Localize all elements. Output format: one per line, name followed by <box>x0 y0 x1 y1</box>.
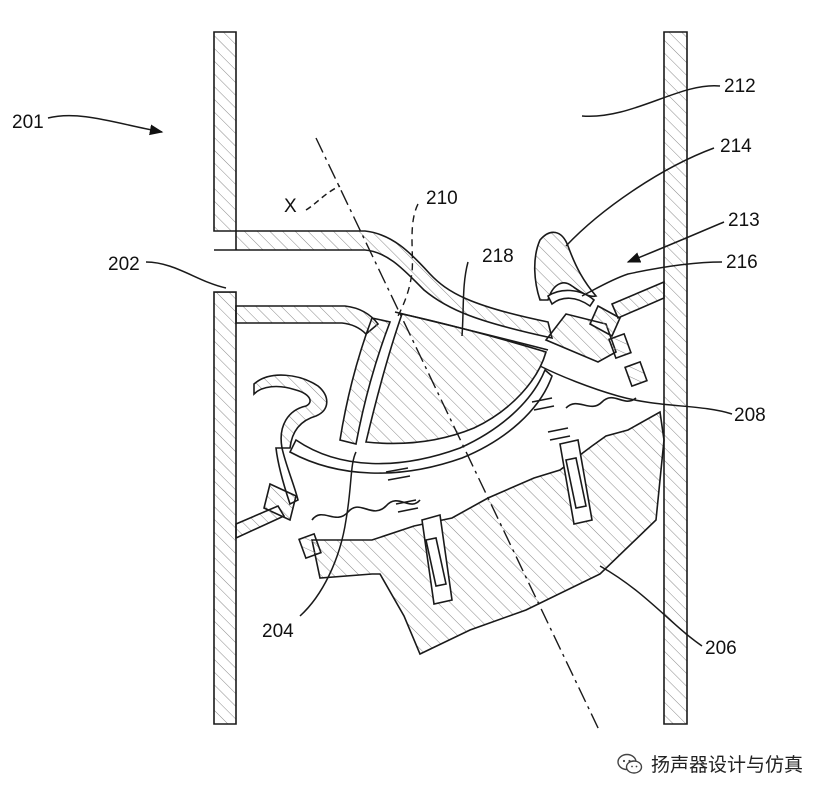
leader-202 <box>145 261 227 289</box>
label-201: 201 <box>12 112 44 133</box>
motor-housing <box>311 410 665 656</box>
left-bracket <box>235 504 286 540</box>
label-204: 204 <box>262 621 294 642</box>
duct-opening <box>214 250 236 292</box>
label-x: X <box>284 196 297 217</box>
left-wall-lower <box>213 291 237 725</box>
label-218: 218 <box>482 246 514 267</box>
pole-slot-right <box>565 457 587 509</box>
leader-218 <box>461 261 469 337</box>
suspension-springs <box>311 396 637 521</box>
left-frame-arm <box>339 317 392 445</box>
duct-upper-wall <box>235 230 554 340</box>
coil-marks-right <box>531 397 571 441</box>
watermark-text: 扬声器设计与仿真 <box>650 754 803 776</box>
left-wall-upper <box>213 31 237 232</box>
leader-213 <box>626 221 725 263</box>
label-216: 216 <box>726 252 758 273</box>
label-212: 212 <box>724 76 756 97</box>
label-210: 210 <box>426 188 458 209</box>
right-bracket <box>610 280 665 320</box>
leader-214 <box>565 147 715 247</box>
leader-204 <box>299 451 357 617</box>
clamp-block-a <box>298 532 322 560</box>
left-surround <box>235 374 328 540</box>
left-surround-roll <box>253 374 328 449</box>
clamp-blocks <box>298 332 648 560</box>
leader-lines <box>47 85 733 647</box>
motor-assembly <box>311 410 665 656</box>
duct-lower-wall <box>235 305 380 336</box>
coil-marks-left <box>385 467 419 513</box>
upper-cone-edge <box>394 311 549 351</box>
right-spring-wave <box>565 396 637 409</box>
leader-x <box>305 185 341 211</box>
label-213: 213 <box>728 210 760 231</box>
label-206: 206 <box>705 638 737 659</box>
leader-206 <box>599 565 703 647</box>
right-wall <box>663 31 688 725</box>
watermark: 扬声器设计与仿真 <box>617 750 803 777</box>
label-208: 208 <box>734 405 766 426</box>
leader-216 <box>581 261 723 297</box>
pole-slot-left <box>425 537 447 587</box>
reference-labels: 201 202 204 206 208 210 212 213 214 216 … <box>12 76 766 659</box>
right-surround-lip <box>546 289 596 308</box>
label-214: 214 <box>720 136 752 157</box>
axis-line-x <box>315 137 601 733</box>
leader-212 <box>581 85 721 117</box>
label-202: 202 <box>108 254 140 275</box>
wechat-icon <box>617 753 643 774</box>
clamp-block-c <box>624 360 648 388</box>
port-duct <box>214 230 554 340</box>
leader-201 <box>47 114 164 136</box>
right-surround <box>533 231 665 338</box>
dashed-leader-210 <box>397 203 419 317</box>
clamp-block-b <box>608 332 632 360</box>
leader-208 <box>539 365 733 415</box>
enclosure-walls <box>213 31 688 725</box>
right-clamp <box>588 304 622 338</box>
lower-bow-member <box>288 368 553 474</box>
